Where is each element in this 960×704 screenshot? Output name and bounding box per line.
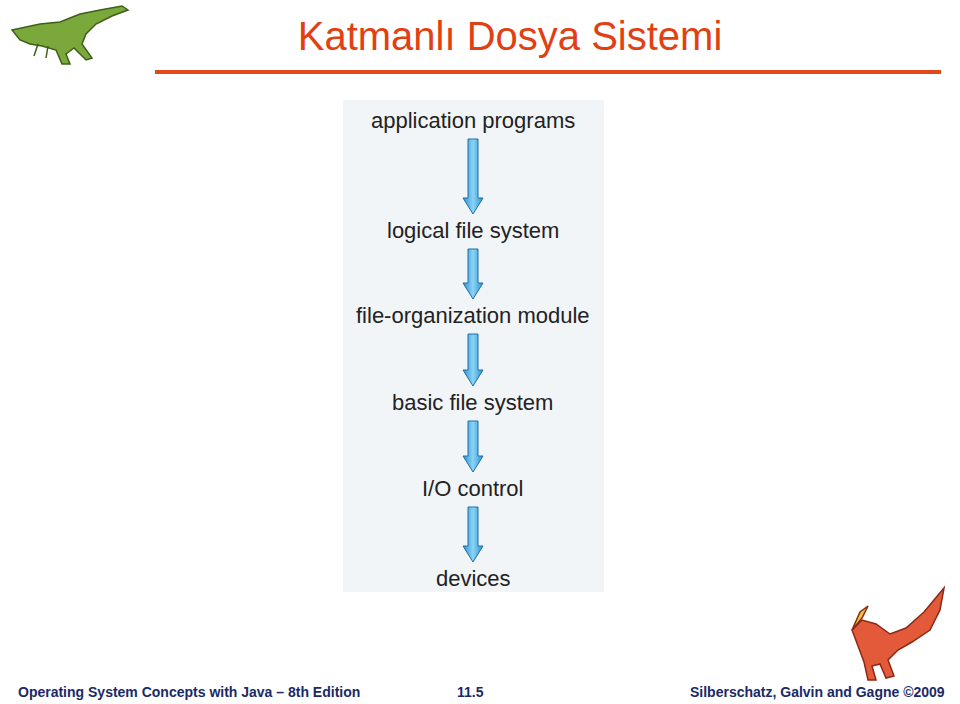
layer-name: application programs	[371, 108, 575, 134]
flow-arrow	[463, 421, 483, 472]
flow-arrow	[463, 334, 483, 386]
flow-arrow	[463, 249, 483, 299]
slide-title: Katmanlı Dosya Sistemi	[160, 14, 860, 59]
layer-box: I/O control	[416, 474, 529, 504]
layer-box: application programs	[365, 106, 581, 136]
flow-arrow	[463, 139, 483, 214]
layer-name: devices	[436, 566, 511, 592]
layer-name: basic file system	[392, 390, 553, 416]
footer-text: Operating System Concepts with Java – 8t…	[18, 684, 360, 700]
layer-name: file-organization module	[356, 303, 590, 329]
layer-name: logical file system	[387, 218, 559, 244]
footer-text: 11.5	[457, 684, 483, 700]
green-dinosaur	[12, 6, 128, 64]
flow-arrow	[463, 507, 483, 562]
layer-box: basic file system	[386, 388, 559, 418]
layer-box: logical file system	[381, 216, 565, 246]
diagram-panel	[343, 100, 604, 592]
footer-text: Silberschatz, Galvin and Gagne ©2009	[690, 684, 945, 700]
layer-box: devices	[430, 564, 517, 594]
red-dinosaur	[852, 588, 944, 680]
title-rule	[155, 70, 941, 74]
layer-box: file-organization module	[350, 301, 596, 331]
layer-name: I/O control	[422, 476, 523, 502]
